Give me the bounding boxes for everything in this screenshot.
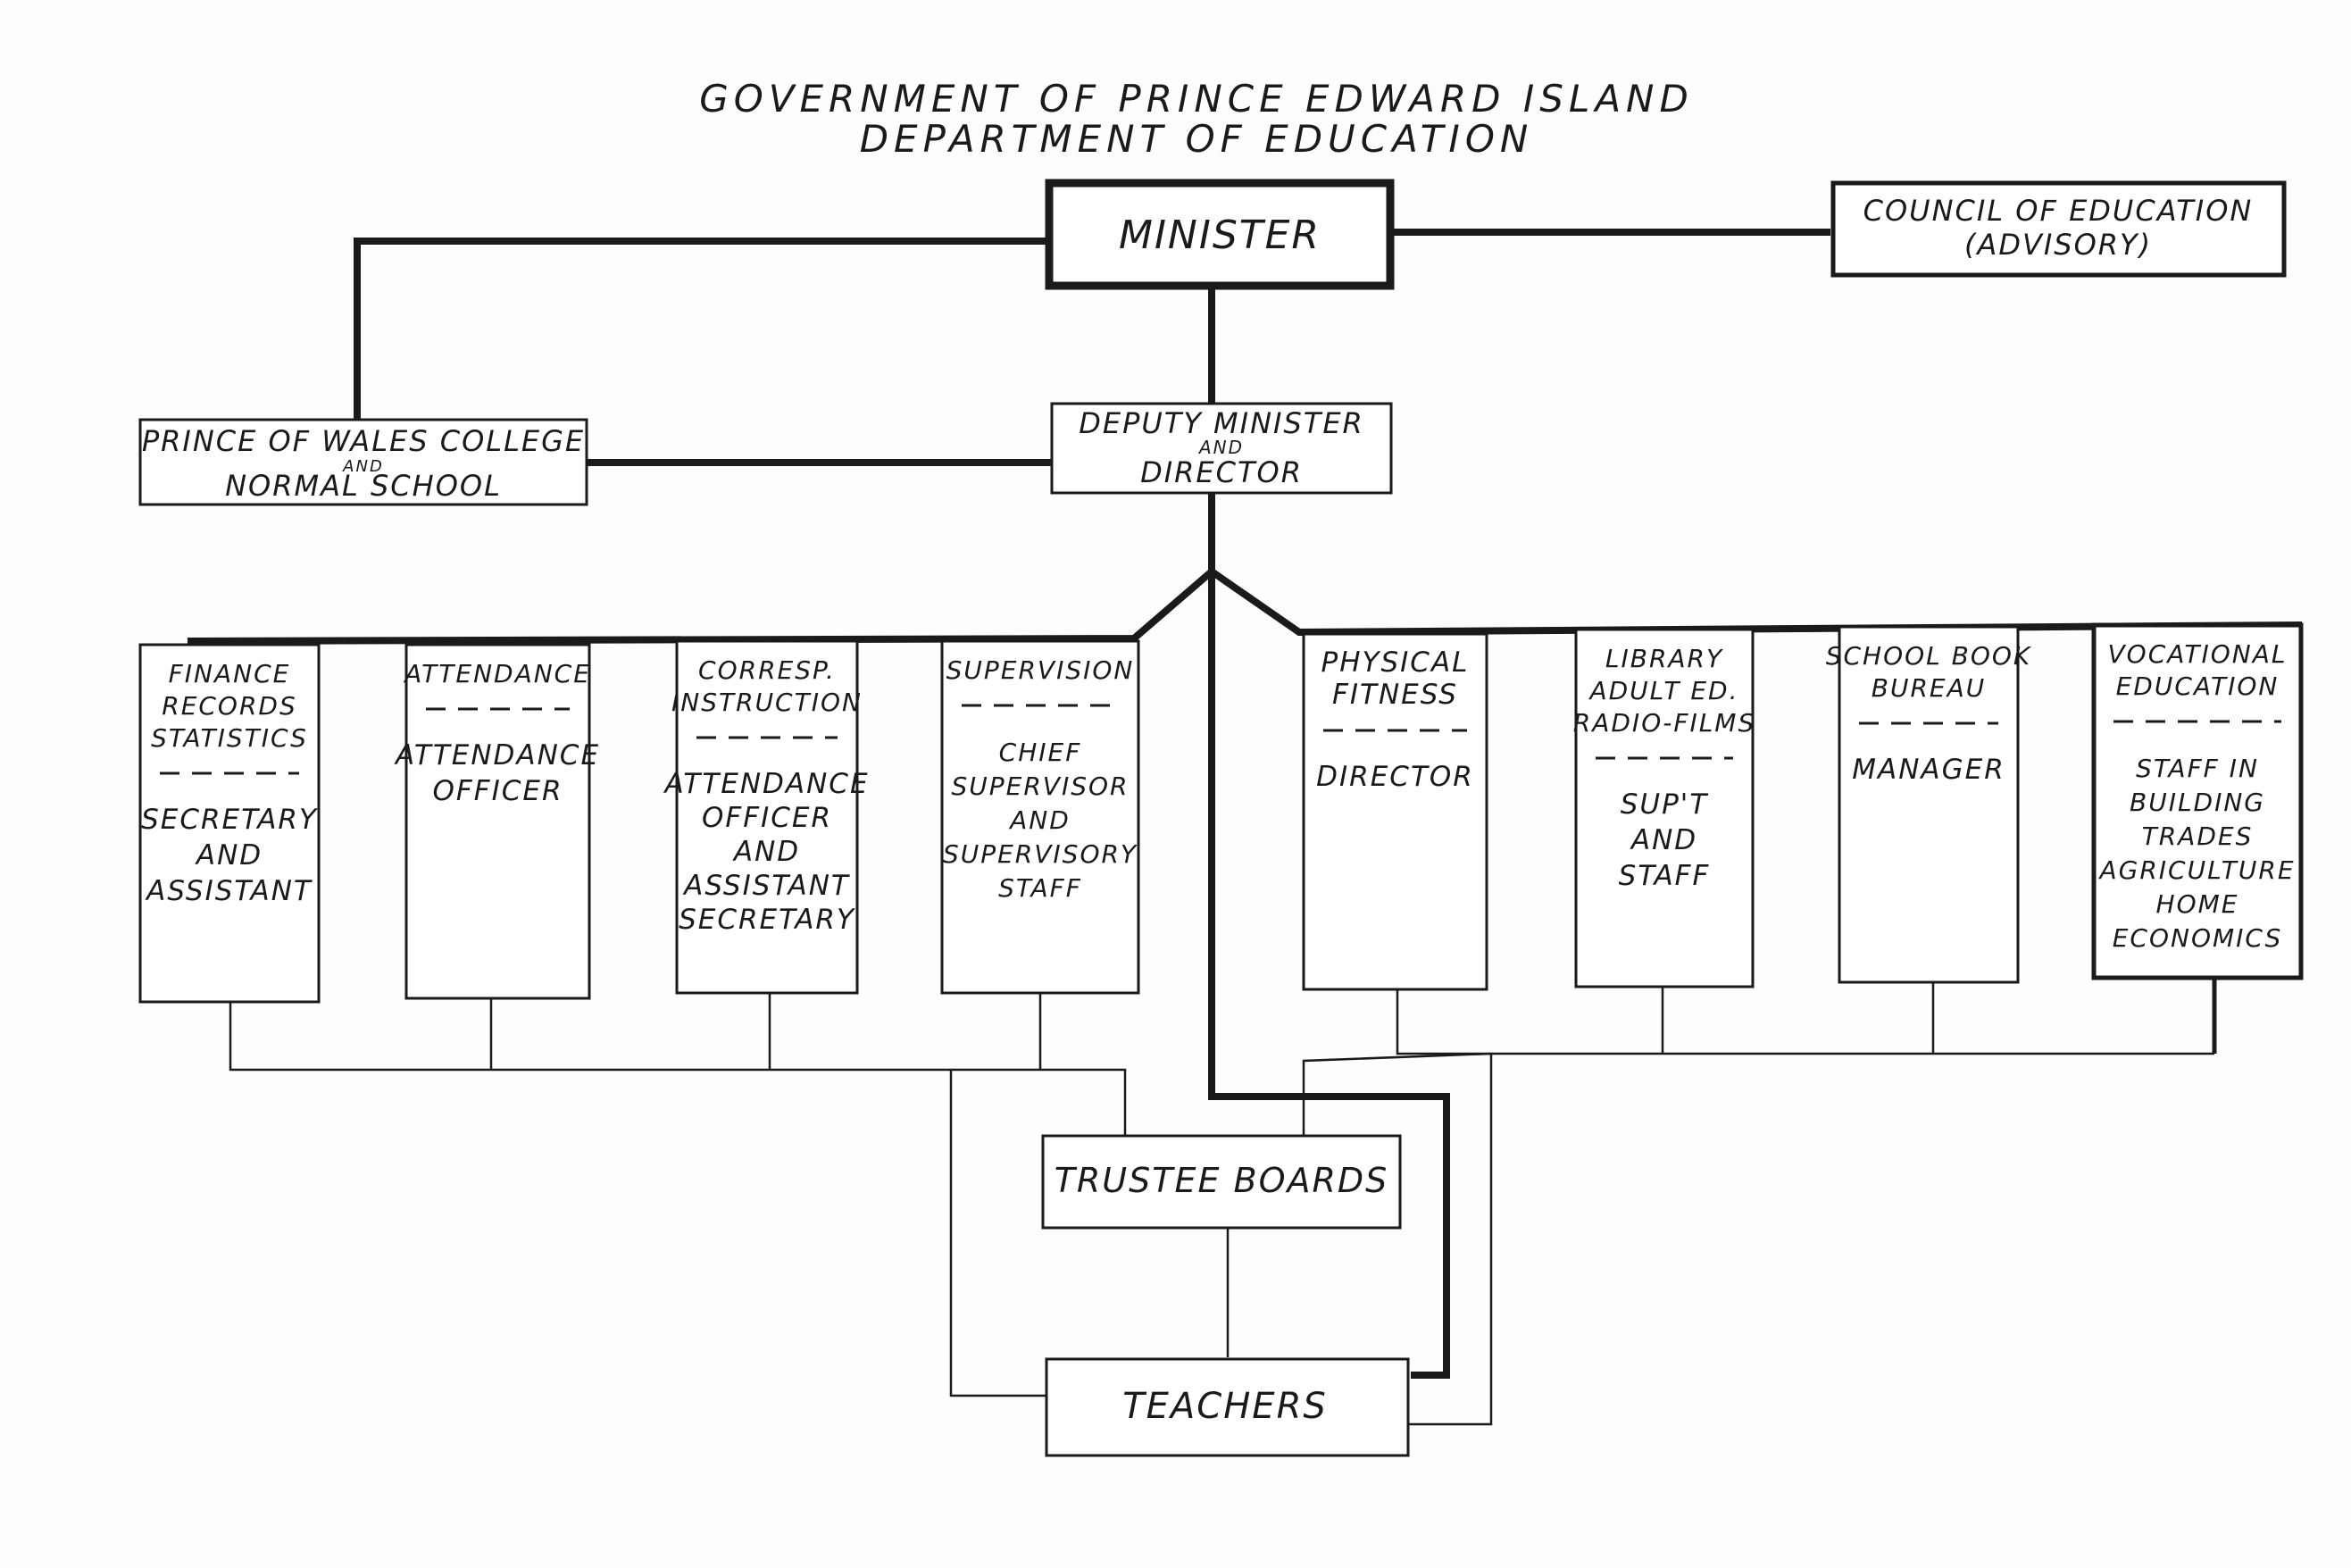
division-head-line: CORRESP. xyxy=(698,655,836,685)
division-head-line: RADIO-FILMS xyxy=(1573,708,1755,738)
connector-fork-left xyxy=(187,568,1214,645)
division-staff-line: AGRICULTURE xyxy=(2097,855,2295,885)
chart-title-line-2: DEPARTMENT OF EDUCATION xyxy=(860,117,1534,161)
division-head-line: PHYSICAL xyxy=(1321,646,1470,679)
division-staff-line: ATTENDANCE xyxy=(394,739,600,771)
division-staff-line: STAFF xyxy=(1619,860,1711,892)
division-head-line: VOCATIONAL xyxy=(2108,639,2288,669)
division-head-line: ADULT ED. xyxy=(1588,676,1738,705)
division-box-attendance: ATTENDANCE ATTENDANCE OFFICER xyxy=(394,643,600,1000)
connector-left-divisions xyxy=(229,1002,1127,1138)
teachers-label: TEACHERS xyxy=(1122,1386,1328,1427)
division-head-line: FITNESS xyxy=(1332,679,1458,711)
connector-minister-college xyxy=(354,238,1049,420)
connector-right-teachers xyxy=(1406,1054,1493,1426)
division-staff-line: ECONOMICS xyxy=(2113,923,2283,953)
division-staff-line: ASSISTANT xyxy=(145,875,313,907)
division-head-line: SCHOOL BOOK xyxy=(1826,641,2032,671)
connector-trunk-trustees xyxy=(1208,571,1450,1379)
division-staff-line: SECRETARY xyxy=(141,804,318,836)
division-head-line: LIBRARY xyxy=(1605,644,1723,673)
division-staff-line: SUP'T xyxy=(1621,788,1709,821)
connector-right-trustees xyxy=(1302,1052,1492,1136)
division-boxes: FINANCERECORDSSTATISTICSSECRETARYANDASSI… xyxy=(138,622,2304,1004)
division-staff-line: MANAGER xyxy=(1852,754,2005,786)
division-staff-line: AND xyxy=(195,839,263,872)
chart-title-line-1: GOVERNMENT OF PRINCE EDWARD ISLAND xyxy=(699,77,1694,121)
division-head-line: INSTRUCTION xyxy=(671,688,863,717)
division-head-line: EDUCATION xyxy=(2116,671,2280,701)
division-box-supervision: SUPERVISION CHIEF SUPERVISOR AND SUPERVISORY… xyxy=(940,639,1140,995)
minister-box: MINISTER xyxy=(1045,179,1395,290)
division-staff-line: CHIEF xyxy=(999,738,1082,767)
council-box: COUNCIL OF EDUCATION (ADVISORY) xyxy=(1830,180,2287,278)
connector-right-divisions xyxy=(1396,989,2214,1055)
deputy-label-line-2: AND xyxy=(1197,437,1244,458)
connectors xyxy=(187,229,2303,1426)
division-staff-line: OFFICER xyxy=(433,775,563,807)
minister-label: MINISTER xyxy=(1119,213,1321,258)
division-staff-line: SUPERVISORY xyxy=(943,839,1138,869)
deputy-box: DEPUTY MINISTER AND DIRECTOR xyxy=(1050,402,1393,495)
division-box-corresp-instruction: CORRESP. INSTRUCTION ATTENDANCEOFFICERANDA… xyxy=(663,639,869,995)
connector-left-teachers xyxy=(949,1070,1046,1397)
division-staff-line: SECRETARY xyxy=(679,904,855,936)
council-label-line-2: (ADVISORY) xyxy=(1964,228,2152,262)
division-staff-line: AND xyxy=(732,836,800,868)
division-head-line: BUREAU xyxy=(1872,673,1987,703)
division-head-line: STATISTICS xyxy=(151,723,308,753)
division-staff-line: TRADES xyxy=(2142,822,2254,851)
division-staff-line: AND xyxy=(1008,805,1071,835)
division-staff-line: STAFF IN xyxy=(2136,754,2259,783)
college-label-line-1: PRINCE OF WALES COLLEGE xyxy=(142,424,585,458)
division-staff-line: OFFICER xyxy=(702,802,832,834)
division-staff-line: ASSISTANT xyxy=(682,870,850,902)
division-staff-line: SUPERVISOR xyxy=(952,771,1130,801)
deputy-label-line-3: DIRECTOR xyxy=(1140,455,1303,489)
trustee-boards-box: TRUSTEE BOARDS xyxy=(1041,1134,1402,1230)
teachers-box: TEACHERS xyxy=(1045,1357,1410,1457)
division-staff-line: AND xyxy=(1630,824,1697,856)
division-staff-line: DIRECTOR xyxy=(1316,761,1474,793)
division-head-line: SUPERVISION xyxy=(946,655,1135,685)
division-staff-line: HOME xyxy=(2156,889,2239,919)
college-label-line-3: NORMAL SCHOOL xyxy=(225,469,502,503)
division-staff-line: ATTENDANCE xyxy=(663,768,869,800)
division-staff-line: STAFF xyxy=(998,873,1082,903)
division-staff-line: BUILDING xyxy=(2130,788,2265,817)
trustee-boards-label: TRUSTEE BOARDS xyxy=(1055,1161,1389,1200)
division-head-line: FINANCE xyxy=(169,659,291,688)
college-box: PRINCE OF WALES COLLEGE AND NORMAL SCHOO… xyxy=(138,418,588,506)
division-head-line: ATTENDANCE xyxy=(403,659,591,688)
college-label-line-2: AND xyxy=(342,457,384,476)
division-head-line: RECORDS xyxy=(162,691,297,721)
deputy-label-line-1: DEPUTY MINISTER xyxy=(1079,406,1364,440)
council-label-line-1: COUNCIL OF EDUCATION xyxy=(1863,194,2254,228)
